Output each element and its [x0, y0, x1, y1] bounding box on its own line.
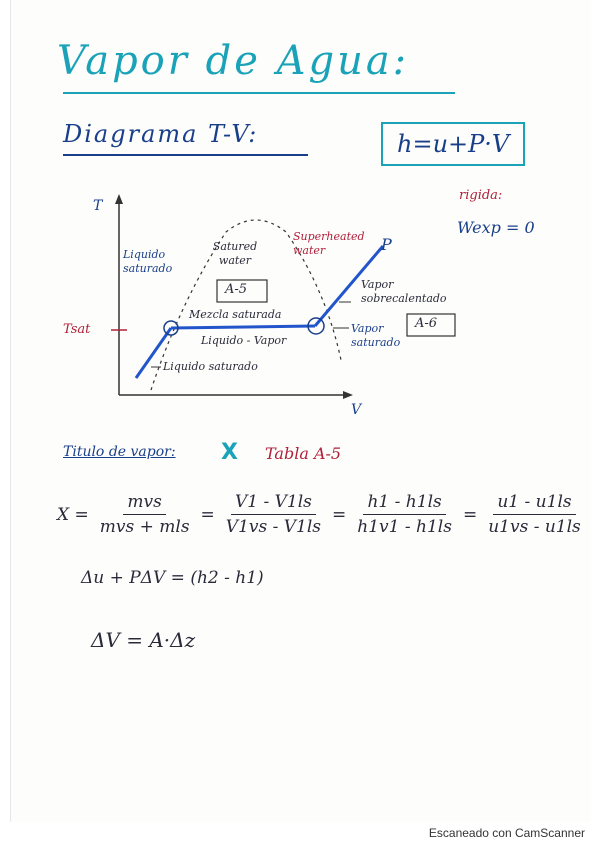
volume-equation: ΔV = A·Δz: [91, 628, 196, 652]
x-equals: X =: [57, 504, 89, 525]
table-a6-box: [406, 313, 456, 337]
t-axis-arrow: [115, 194, 123, 204]
fraction-enthalpy: h1 - h1ls h1v1 - h1ls: [353, 492, 456, 537]
mixture-line: [170, 324, 316, 330]
quality-table: Tabla A-5: [265, 444, 342, 463]
t-axis-label: T: [93, 198, 103, 214]
scanner-footer: Escaneado con CamScanner: [428, 826, 585, 840]
table-a6-label: A-6: [415, 316, 438, 331]
fraction-energy-den: u1vs - u1ls: [488, 517, 581, 537]
equals-sign-3: =: [462, 504, 478, 525]
fraction-energy-num: u1 - u1ls: [493, 492, 576, 515]
v-axis-label: V: [351, 402, 362, 418]
quality-equation: X = mvs mvs + mls = V1 - V1ls V1vs - V1l…: [57, 492, 585, 537]
fraction-energy: u1 - u1ls u1vs - u1ls: [484, 492, 585, 537]
saturated-water-label: Satured water: [212, 240, 258, 267]
fraction-enthalpy-den: h1v1 - h1ls: [357, 517, 452, 537]
fraction-volume-num: V1 - V1ls: [230, 492, 316, 515]
enthalpy-formula-box: h=u+P·V: [381, 122, 526, 166]
equals-sign-1: =: [200, 504, 215, 525]
superheated-water-label: Superheated water: [293, 230, 365, 257]
saturated-liquid-point: [163, 320, 179, 336]
equals-sign-2: =: [332, 504, 347, 525]
liquid-vapor-label: Liquido - Vapor: [201, 334, 287, 347]
mix-label: Mezcla saturada: [189, 308, 282, 321]
rigid-label: rigida:: [459, 188, 503, 203]
subtitle: Diagrama T-V:: [63, 120, 259, 148]
fraction-mass-num: mvs: [123, 492, 166, 515]
fraction-volume: V1 - V1ls V1vs - V1ls: [222, 492, 325, 537]
fraction-volume-den: V1vs - V1ls: [225, 517, 322, 537]
liquid-line: [134, 327, 173, 379]
saturated-vapor-label: Vapor saturado: [351, 322, 401, 349]
table-a5-label: A-5: [225, 282, 248, 297]
saturated-liquid-bottom-label: Liquido saturado: [163, 360, 258, 373]
quality-symbol: X: [221, 440, 238, 465]
tv-diagram: [111, 194, 456, 399]
fraction-enthalpy-num: h1 - h1ls: [363, 492, 446, 515]
superheated-vapor-label: Vapor sobrecalentado: [361, 278, 447, 305]
title-underline: [63, 92, 455, 94]
page-title: Vapor de Agua:: [57, 38, 410, 84]
saturated-vapor-point: [307, 317, 325, 335]
energy-equation: Δu + PΔV = (h2 - h1): [81, 568, 264, 588]
fraction-mass: mvs mvs + mls: [96, 492, 194, 537]
v-axis-arrow: [343, 391, 353, 399]
quality-label: Titulo de vapor:: [63, 444, 176, 460]
subtitle-underline: [63, 154, 308, 156]
notebook-page: Vapor de Agua: Diagrama T-V: h=u+P·V rig…: [10, 0, 591, 822]
tsat-label: Tsat: [63, 322, 91, 337]
table-a5-box: [216, 279, 268, 303]
rigid-formula: Wexp = 0: [457, 218, 535, 237]
point-p-label: P: [381, 235, 392, 254]
saturated-liquid-top-label: Liquido saturado: [123, 248, 173, 275]
superheated-line: [313, 245, 385, 327]
fraction-mass-den: mvs + mls: [99, 517, 190, 537]
